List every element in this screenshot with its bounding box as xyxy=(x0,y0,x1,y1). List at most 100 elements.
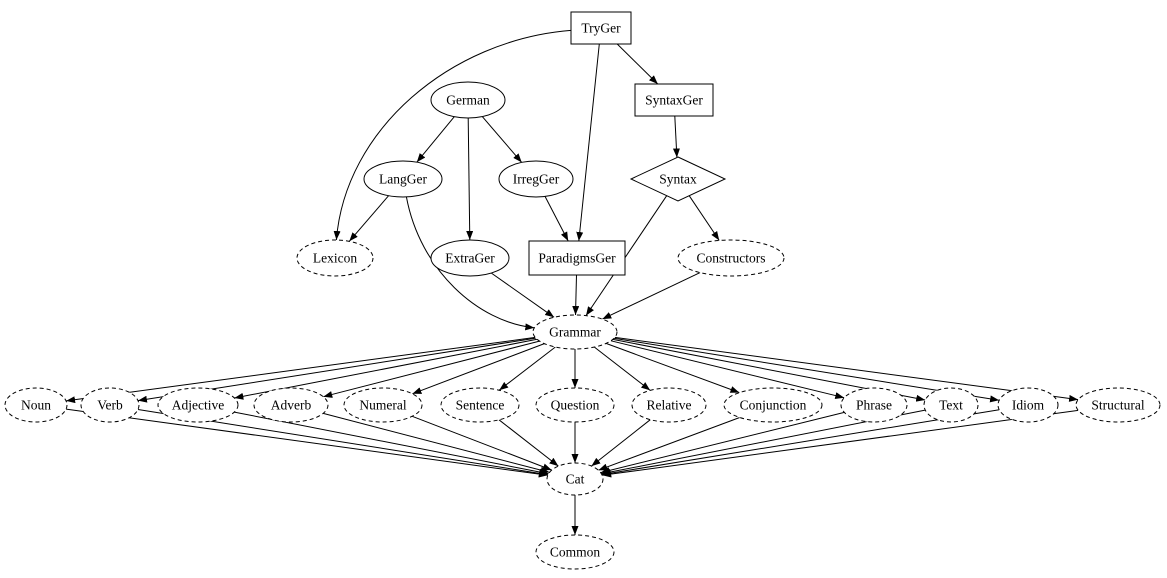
node-label: Cat xyxy=(566,472,585,487)
node-ellipse-shape xyxy=(498,160,574,198)
edge-sentence-cat xyxy=(498,419,559,467)
node-label: Structural xyxy=(1091,398,1144,413)
node-label: Noun xyxy=(21,398,51,413)
node-adjective: Adjective xyxy=(157,387,239,423)
node-ellipse-shape xyxy=(363,160,443,198)
edge-tryger-lexicon xyxy=(333,29,572,241)
node-label: Numeral xyxy=(359,398,406,413)
node-label: Idiom xyxy=(1012,398,1045,413)
node-ellipse-shape xyxy=(677,239,785,277)
node-irregger: IrregGer xyxy=(498,160,574,198)
node-label: Constructors xyxy=(697,251,766,266)
edge-tryger-syntaxger xyxy=(616,43,659,85)
node-ellipse-shape xyxy=(157,387,239,423)
node-ellipse-shape xyxy=(923,387,979,423)
node-ellipse-shape xyxy=(1075,387,1161,423)
node-syntax: Syntax xyxy=(629,156,727,202)
node-common: Common xyxy=(535,534,615,570)
node-label: Relative xyxy=(647,398,692,413)
node-label: ParadigmsGer xyxy=(538,251,616,266)
node-ellipse-shape xyxy=(997,387,1059,423)
edge-structural-cat xyxy=(602,409,1079,478)
node-diamond-shape xyxy=(629,156,727,202)
edge-paradigmsger-grammar xyxy=(572,274,580,316)
edge-extrager-grammar xyxy=(491,272,555,318)
edge-phrase-cat xyxy=(600,411,845,474)
node-ellipse-shape xyxy=(723,387,823,423)
edge-grammar-noun xyxy=(66,336,536,404)
node-cat: Cat xyxy=(546,462,604,496)
node-german: German xyxy=(430,81,506,119)
edge-relative-cat xyxy=(591,419,651,467)
edge-grammar-sentence xyxy=(498,346,556,391)
node-label: Question xyxy=(551,398,600,413)
node-relative: Relative xyxy=(631,387,707,423)
node-ellipse-shape xyxy=(430,81,506,119)
edge-grammar-phrase xyxy=(610,340,845,399)
node-noun: Noun xyxy=(4,387,68,423)
node-ellipse-shape xyxy=(532,314,618,350)
edge-idiom-cat xyxy=(601,409,1000,477)
node-text: Text xyxy=(923,387,979,423)
node-grammar: Grammar xyxy=(532,314,618,350)
edge-grammar-adjective xyxy=(234,338,538,400)
node-label: SyntaxGer xyxy=(645,93,703,108)
node-adverb: Adverb xyxy=(253,387,329,423)
edge-german-langger xyxy=(416,116,455,163)
node-label: Grammar xyxy=(549,325,601,340)
node-tryger: TryGer xyxy=(570,11,632,45)
node-ellipse-shape xyxy=(343,387,423,423)
node-ellipse-shape xyxy=(546,462,604,496)
node-ellipse-shape xyxy=(253,387,329,423)
edge-langger-lexicon xyxy=(348,195,389,242)
edge-langger-grammar xyxy=(405,196,535,331)
node-label: Conjunction xyxy=(740,398,807,413)
node-box-shape xyxy=(528,240,626,276)
node-label: ExtraGer xyxy=(445,251,495,266)
node-sentence: Sentence xyxy=(440,387,520,423)
node-extrager: ExtraGer xyxy=(430,239,510,277)
edge-noun-cat xyxy=(66,408,548,478)
edge-grammar-conjunction xyxy=(605,342,740,394)
edge-grammar-structural xyxy=(614,336,1079,402)
node-ellipse-shape xyxy=(296,239,374,277)
node-ellipse-shape xyxy=(80,387,140,423)
node-ellipse-shape xyxy=(840,387,908,423)
node-constructors: Constructors xyxy=(677,239,785,277)
node-phrase: Phrase xyxy=(840,387,908,423)
node-question: Question xyxy=(535,387,615,423)
node-structural: Structural xyxy=(1075,387,1161,423)
node-label: Lexicon xyxy=(313,251,357,266)
node-label: IrregGer xyxy=(513,172,560,187)
edge-adjective-cat xyxy=(234,411,549,476)
edge-german-irregger xyxy=(481,116,523,163)
edges-layer xyxy=(66,29,1079,535)
node-lexicon: Lexicon xyxy=(296,239,374,277)
edge-grammar-numeral xyxy=(412,343,545,395)
node-ellipse-shape xyxy=(4,387,68,423)
edge-numeral-cat xyxy=(412,415,552,471)
edge-grammar-relative xyxy=(594,346,651,391)
edge-german-extrager xyxy=(466,117,474,241)
node-numeral: Numeral xyxy=(343,387,423,423)
node-box-shape xyxy=(634,83,714,117)
edge-syntax-grammar xyxy=(585,195,668,316)
node-label: Verb xyxy=(97,398,123,413)
node-label: LangGer xyxy=(379,172,427,187)
node-label: Text xyxy=(939,398,963,413)
node-ellipse-shape xyxy=(631,387,707,423)
node-label: Phrase xyxy=(856,398,892,413)
node-label: TryGer xyxy=(581,21,621,36)
edge-constructors-grammar xyxy=(602,272,701,320)
node-label: German xyxy=(446,93,490,108)
edge-syntax-constructors xyxy=(688,195,720,241)
node-ellipse-shape xyxy=(430,239,510,277)
node-label: Adverb xyxy=(271,398,312,413)
node-syntaxger: SyntaxGer xyxy=(634,83,714,117)
edge-grammar-idiom xyxy=(613,337,1000,403)
node-verb: Verb xyxy=(80,387,140,423)
node-box-shape xyxy=(570,11,632,45)
